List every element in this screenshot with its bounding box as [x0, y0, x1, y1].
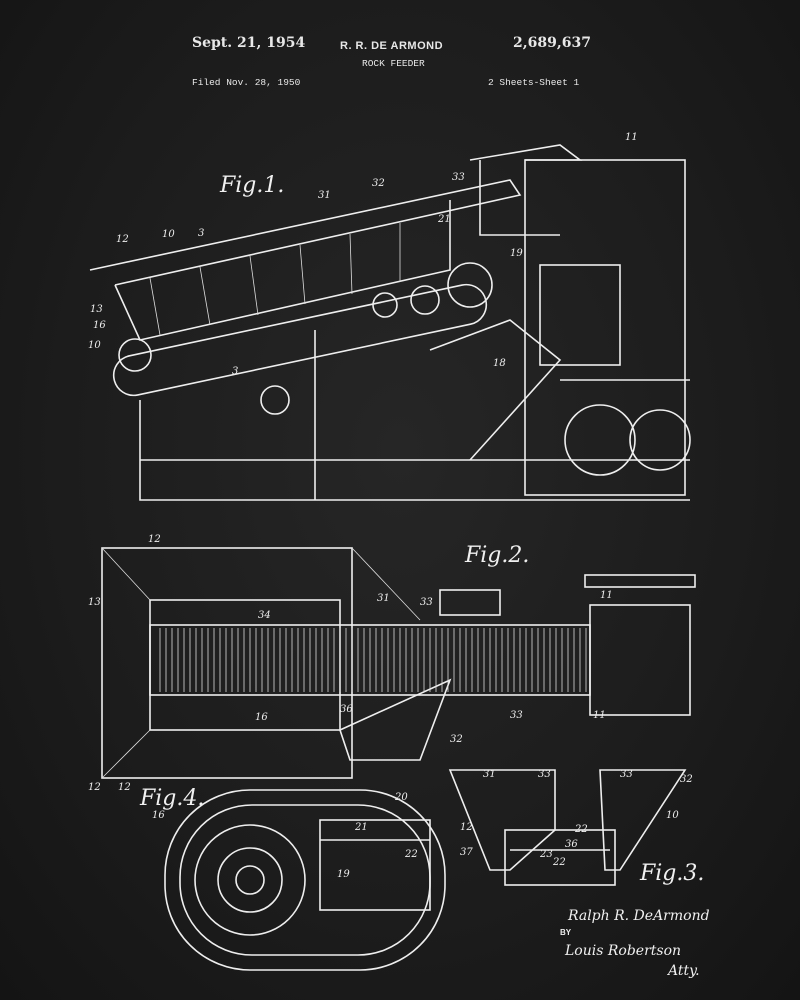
fig3-cross-section [448, 769, 687, 886]
reference-numeral: 36 [340, 704, 353, 715]
reference-numeral: 32 [680, 774, 693, 785]
reference-numeral: 22 [552, 857, 566, 868]
reference-numeral: 12 [88, 782, 101, 793]
attorney-title: Atty. [666, 963, 700, 979]
reference-numeral: 16 [152, 810, 165, 821]
reference-numeral: 22 [574, 824, 588, 835]
patent-title: ROCK FEEDER [362, 58, 425, 69]
fig3-label: Fig.3. [639, 861, 704, 886]
reference-numeral: 19 [337, 869, 350, 880]
reference-numeral: 21 [437, 214, 451, 225]
fig1-side-view [89, 144, 691, 501]
fig4-label: Fig.4. [139, 786, 204, 811]
reference-numeral: 16 [93, 320, 106, 331]
reference-numeral: 22 [404, 849, 418, 860]
patent-date: Sept. 21, 1954 [192, 35, 306, 51]
reference-numeral: 3 [232, 366, 238, 377]
reference-numeral: 13 [90, 304, 103, 315]
reference-numeral: 32 [372, 178, 385, 189]
reference-numeral: 12 [148, 534, 161, 545]
reference-numeral: 31 [377, 593, 390, 604]
reference-numeral: 11 [625, 132, 638, 143]
reference-numeral: 12 [118, 782, 131, 793]
reference-numeral: 20 [394, 792, 408, 803]
reference-numeral: 12 [460, 822, 473, 833]
fig2-plan-view [101, 547, 696, 779]
reference-numeral: 36 [565, 839, 578, 850]
reference-numeral: 18 [493, 358, 506, 369]
attorney-signature: Louis Robertson [564, 943, 681, 959]
reference-numeral: 32 [450, 734, 463, 745]
reference-numeral: 16 [255, 712, 268, 723]
inventor-signature: Ralph R. DeArmond [567, 908, 710, 924]
reference-numeral: 11 [600, 590, 613, 601]
reference-numeral: 33 [420, 597, 433, 608]
by-label: BY [560, 928, 572, 937]
reference-numeral: 10 [666, 810, 679, 821]
reference-numeral: 3 [198, 228, 204, 239]
fig2-label: Fig.2. [464, 543, 529, 568]
fig4-track-view [164, 789, 446, 971]
reference-numeral: 10 [88, 340, 101, 351]
reference-numeral: 33 [538, 769, 551, 780]
reference-numeral: 31 [318, 190, 331, 201]
reference-numeral: 33 [452, 172, 465, 183]
reference-numeral: 37 [460, 847, 473, 858]
reference-numeral: 33 [620, 769, 633, 780]
reference-numeral: 23 [539, 849, 553, 860]
filed-date: Filed Nov. 28, 1950 [192, 77, 301, 88]
patent-number: 2,689,637 [513, 35, 591, 51]
reference-numeral: 33 [510, 710, 523, 721]
reference-numeral: 13 [88, 597, 101, 608]
sheet-count: 2 Sheets-Sheet 1 [488, 77, 580, 88]
reference-numeral: 31 [483, 769, 496, 780]
reference-numeral: 34 [258, 610, 271, 621]
signature-block: Ralph R. DeArmond BY Louis Robertson Att… [560, 908, 710, 979]
inventor-name: R. R. DE ARMOND [340, 40, 444, 52]
reference-numeral: 21 [354, 822, 368, 833]
reference-numeral: 11 [593, 710, 606, 721]
reference-numeral: 19 [510, 248, 523, 259]
reference-numeral: 12 [116, 234, 129, 245]
reference-numeral: 10 [162, 229, 175, 240]
fig1-label: Fig.1. [219, 173, 284, 198]
